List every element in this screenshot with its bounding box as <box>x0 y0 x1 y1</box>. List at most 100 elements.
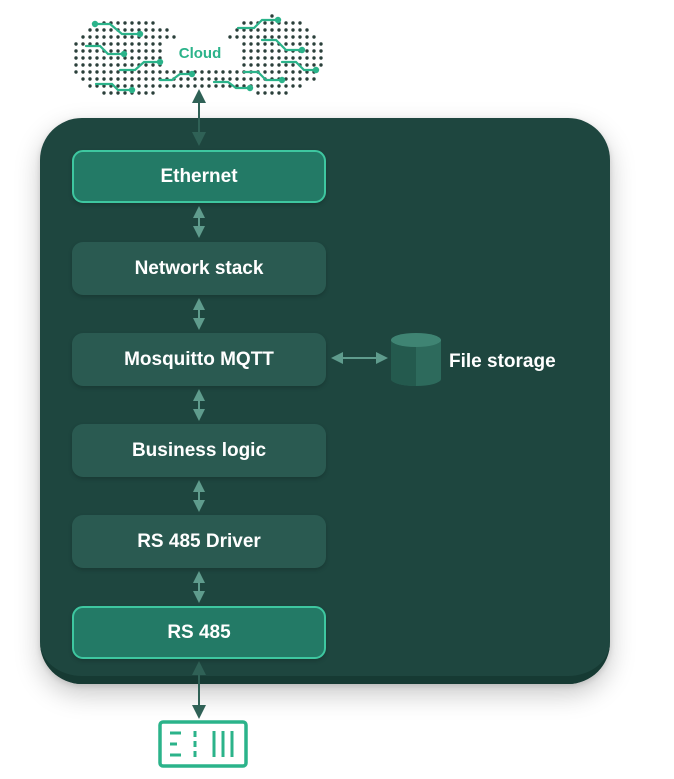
cloud-dot <box>249 63 253 67</box>
cloud-dot <box>116 42 120 46</box>
cloud-dot <box>116 21 120 25</box>
cloud-dot <box>291 84 295 88</box>
cloud-dot <box>123 35 127 39</box>
cloud-dot <box>277 28 281 32</box>
cloud-dot <box>256 91 260 95</box>
cloud-dot <box>130 49 134 53</box>
cloud-dot <box>137 84 141 88</box>
cloud-dot <box>74 49 78 53</box>
cloud-dot <box>74 70 78 74</box>
cloud-dot <box>256 42 260 46</box>
cloud-dot <box>277 56 281 60</box>
cloud-dot <box>200 70 204 74</box>
cloud-dot <box>123 91 127 95</box>
cloud-dot <box>221 77 225 81</box>
cloud-dot <box>256 35 260 39</box>
cloud-dot <box>116 35 120 39</box>
cloud-dot <box>298 21 302 25</box>
cloud-dot <box>88 63 92 67</box>
cloud-dot <box>228 35 232 39</box>
cloud-dot <box>88 84 92 88</box>
cloud-dot <box>242 77 246 81</box>
cloud-dot <box>277 84 281 88</box>
cloud-dot <box>242 21 246 25</box>
cloud-dot <box>81 49 85 53</box>
cloud-dot <box>270 14 274 18</box>
cloud-dot <box>263 21 267 25</box>
device-panel <box>40 118 610 684</box>
cloud-dot <box>249 49 253 53</box>
cloud-dot <box>151 42 155 46</box>
cloud-dot <box>270 42 274 46</box>
cloud-dot <box>277 70 281 74</box>
cloud-dot <box>144 49 148 53</box>
cloud-dot <box>81 77 85 81</box>
cloud-dot <box>95 84 99 88</box>
cloud-dot <box>137 42 141 46</box>
cloud-dot <box>298 77 302 81</box>
cloud-dot <box>235 77 239 81</box>
cloud-dot <box>95 77 99 81</box>
cloud-dot <box>95 35 99 39</box>
layer-rs485-driver-label: RS 485 Driver <box>137 530 261 552</box>
cloud-dot <box>207 77 211 81</box>
cloud-dot <box>102 70 106 74</box>
cloud-dot <box>263 28 267 32</box>
cloud-dot <box>158 35 162 39</box>
cloud-dot <box>256 77 260 81</box>
cloud-dot <box>284 21 288 25</box>
cloud-dot <box>144 91 148 95</box>
cloud-dot <box>242 56 246 60</box>
cloud-dot <box>186 70 190 74</box>
cloud-dot <box>235 70 239 74</box>
cloud-dot <box>130 56 134 60</box>
cloud-dot <box>221 70 225 74</box>
layer-network-stack-label: Network stack <box>134 257 264 279</box>
cloud-dot <box>130 28 134 32</box>
cloud-dot <box>130 21 134 25</box>
file-storage-label: File storage <box>449 351 556 372</box>
cloud-dot <box>319 56 323 60</box>
cloud-dot <box>130 35 134 39</box>
cloud-dot <box>123 42 127 46</box>
cloud-dot <box>130 70 134 74</box>
cloud-dot <box>291 77 295 81</box>
cloud-dot <box>165 70 169 74</box>
cloud-dot <box>130 77 134 81</box>
cloud-dot <box>165 84 169 88</box>
cloud-dot <box>228 70 232 74</box>
cloud-dot <box>151 91 155 95</box>
cloud-dot <box>235 28 239 32</box>
cloud-dot <box>88 77 92 81</box>
cloud-dot <box>109 42 113 46</box>
cloud-dot <box>95 28 99 32</box>
cloud-dot <box>256 49 260 53</box>
cloud-dot <box>165 28 169 32</box>
cloud-dot <box>319 49 323 53</box>
cloud-dot <box>137 77 141 81</box>
cloud-dot <box>207 84 211 88</box>
cloud-dot <box>235 35 239 39</box>
cloud-dot <box>263 56 267 60</box>
cloud-dot <box>144 42 148 46</box>
cloud-dot <box>186 77 190 81</box>
cloud-dot <box>116 49 120 53</box>
cloud-dot <box>137 70 141 74</box>
cloud-dot <box>151 49 155 53</box>
layer-ethernet-label: Ethernet <box>160 165 238 187</box>
cloud-dot <box>305 56 309 60</box>
cloud-dot <box>312 77 316 81</box>
cloud-dot <box>88 56 92 60</box>
layer-business-logic-label: Business logic <box>131 439 267 461</box>
cloud-dot <box>263 91 267 95</box>
cloud-dot <box>228 77 232 81</box>
cloud-dot <box>291 56 295 60</box>
cloud-dot <box>242 28 246 32</box>
cloud-dot <box>95 70 99 74</box>
cloud-dot <box>305 63 309 67</box>
cloud-dot <box>81 35 85 39</box>
cloud-dot <box>284 42 288 46</box>
cloud-dot <box>116 91 120 95</box>
cloud-dot <box>214 77 218 81</box>
